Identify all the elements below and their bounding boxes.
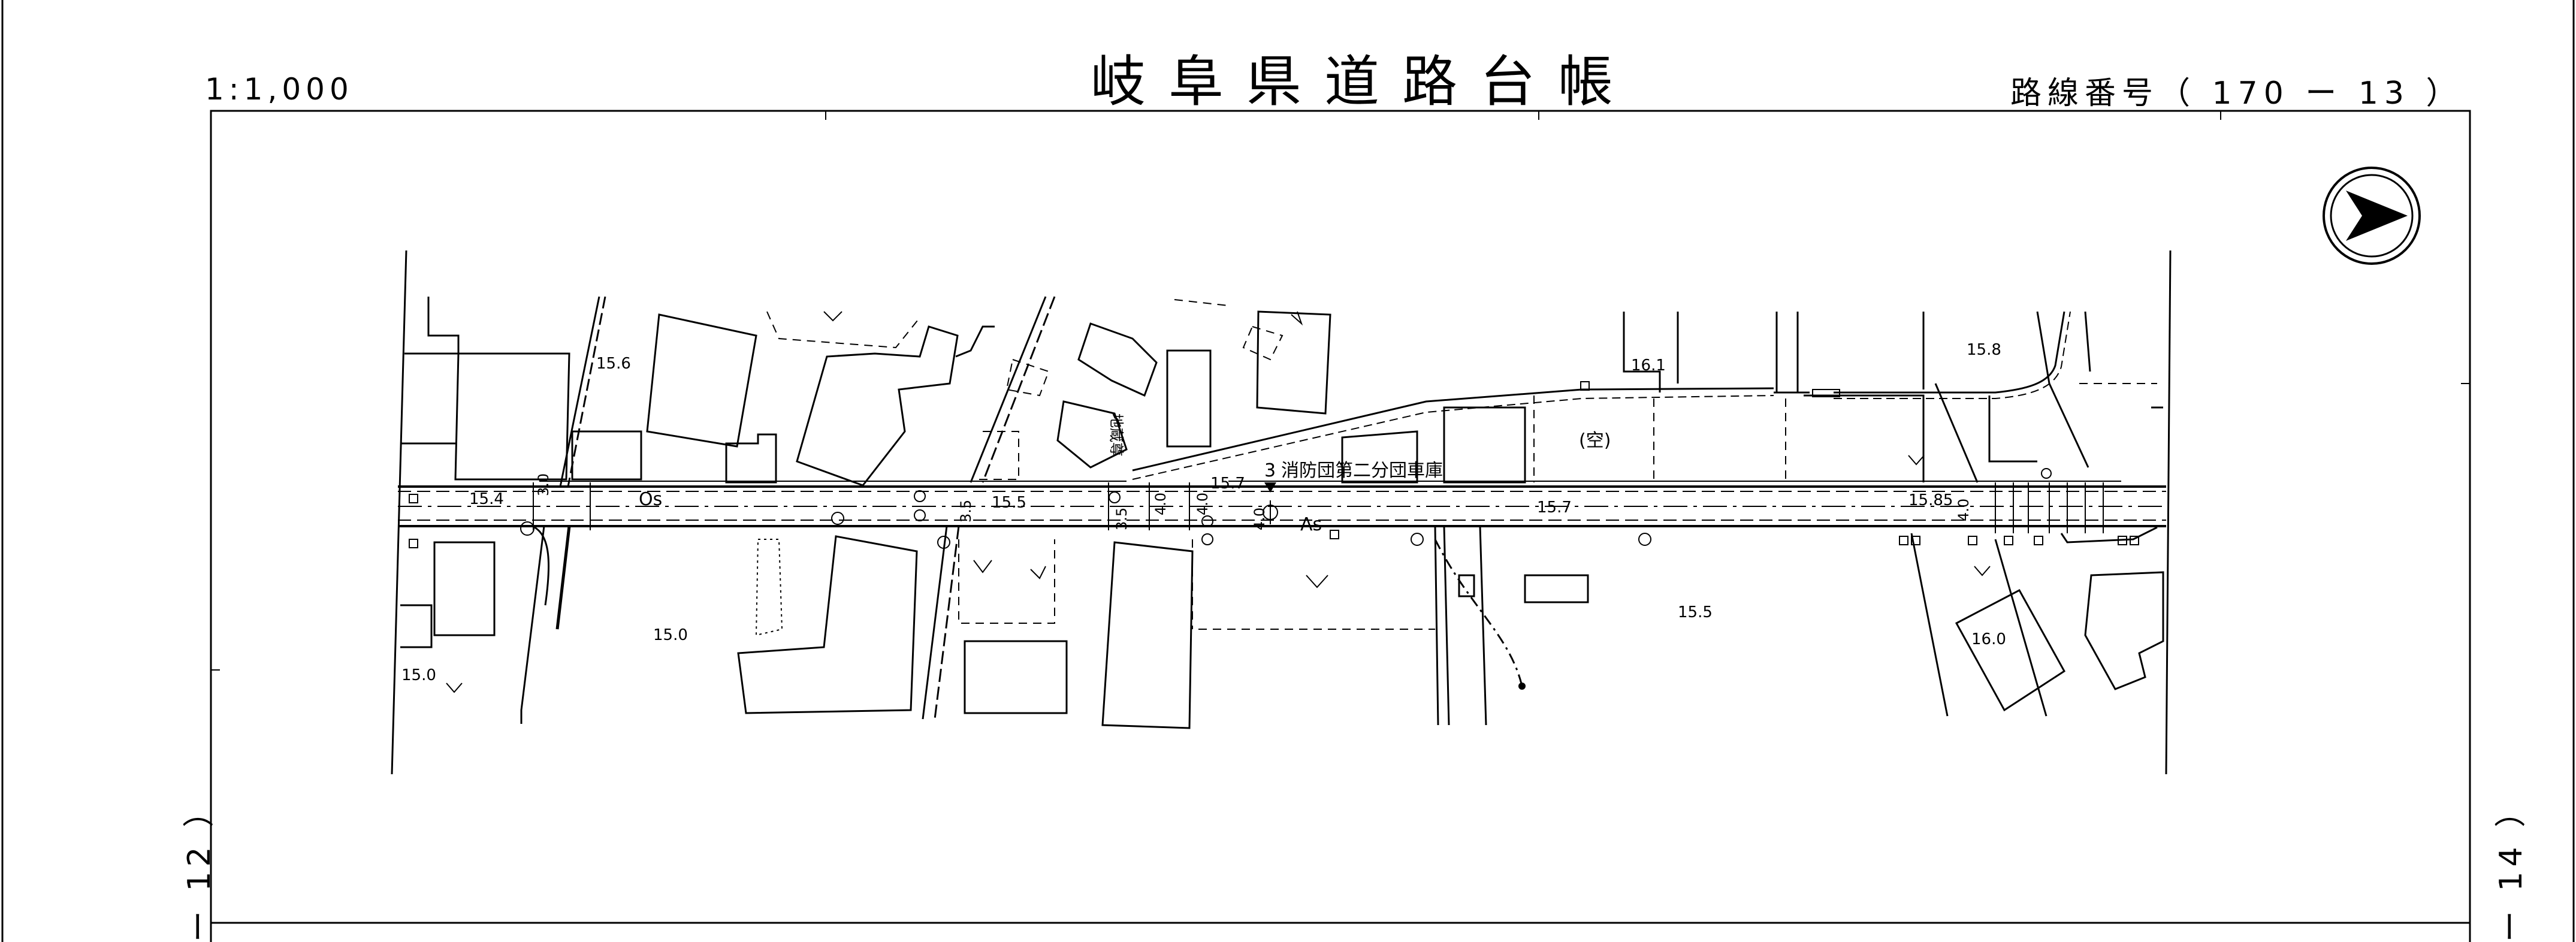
elevation-label: 16.0: [1971, 630, 2006, 648]
elevation-label: 15.5: [1678, 603, 1713, 621]
fire-garage-marker: [1264, 482, 1276, 493]
lot-boundaries-north: [766, 299, 2157, 482]
surface-label: As: [1300, 514, 1322, 535]
elevation-label: 15.85: [1908, 491, 1953, 509]
elevation-label: 15.0: [653, 626, 688, 644]
width-label: 4.0: [1251, 508, 1268, 530]
retaining-wall: [755, 539, 783, 636]
width-label: 3.0: [535, 473, 552, 496]
side-road-right: [1910, 311, 2091, 717]
map-extent-lines: [391, 250, 2172, 775]
elevation-label: 15.4: [469, 490, 504, 508]
width-label: 4.0: [1152, 493, 1169, 515]
elevation-label: 15.5: [992, 494, 1026, 512]
map-scale: 1:1,000: [205, 72, 354, 107]
road-corridor: [398, 481, 2166, 527]
vegetation-symbols: [446, 311, 1991, 693]
vacant-lot-label: (空): [1579, 430, 1611, 451]
elevation-label: 15.7: [1537, 499, 1572, 517]
lower-road-center: [1434, 526, 1523, 726]
lot-boundaries-south: [958, 539, 1435, 630]
road-structures-left: [409, 482, 1339, 548]
fire-garage-label: 消防団第二分団車庫: [1281, 460, 1443, 481]
width-label: 4.0: [1955, 499, 1972, 521]
width-label: 4.0: [1194, 493, 1211, 515]
map-title: 岐阜県道路台帳: [1091, 50, 1636, 114]
elevation-label: 16.1: [1631, 357, 1666, 375]
elevation-label: 15.0: [401, 666, 436, 684]
elevation-label: 15.7: [1210, 475, 1245, 493]
width-label: 3.5: [1113, 508, 1130, 530]
elevation-label: 15.8: [1967, 341, 2001, 359]
diagonal-lane: [922, 296, 2071, 720]
frame-ticks: [211, 111, 2470, 671]
boundary-markers: [520, 381, 2052, 690]
width-label: 3.5: [958, 500, 974, 523]
surface-label: Os: [639, 489, 662, 510]
jizo-label: 地蔵尊: [1108, 413, 1125, 457]
elevation-label: 15.6: [596, 355, 631, 373]
side-road-left: [520, 296, 606, 724]
buildings-north: [400, 297, 2163, 487]
buildings-south: [400, 526, 2164, 729]
map-frame: [210, 110, 2471, 942]
route-number: 路線番号（ 170 ー 13 ）: [2010, 76, 2463, 111]
road-structures-right: [1899, 482, 2139, 545]
north-arrow-icon: [2323, 167, 2421, 265]
lot-number-label: 3: [1264, 460, 1276, 481]
